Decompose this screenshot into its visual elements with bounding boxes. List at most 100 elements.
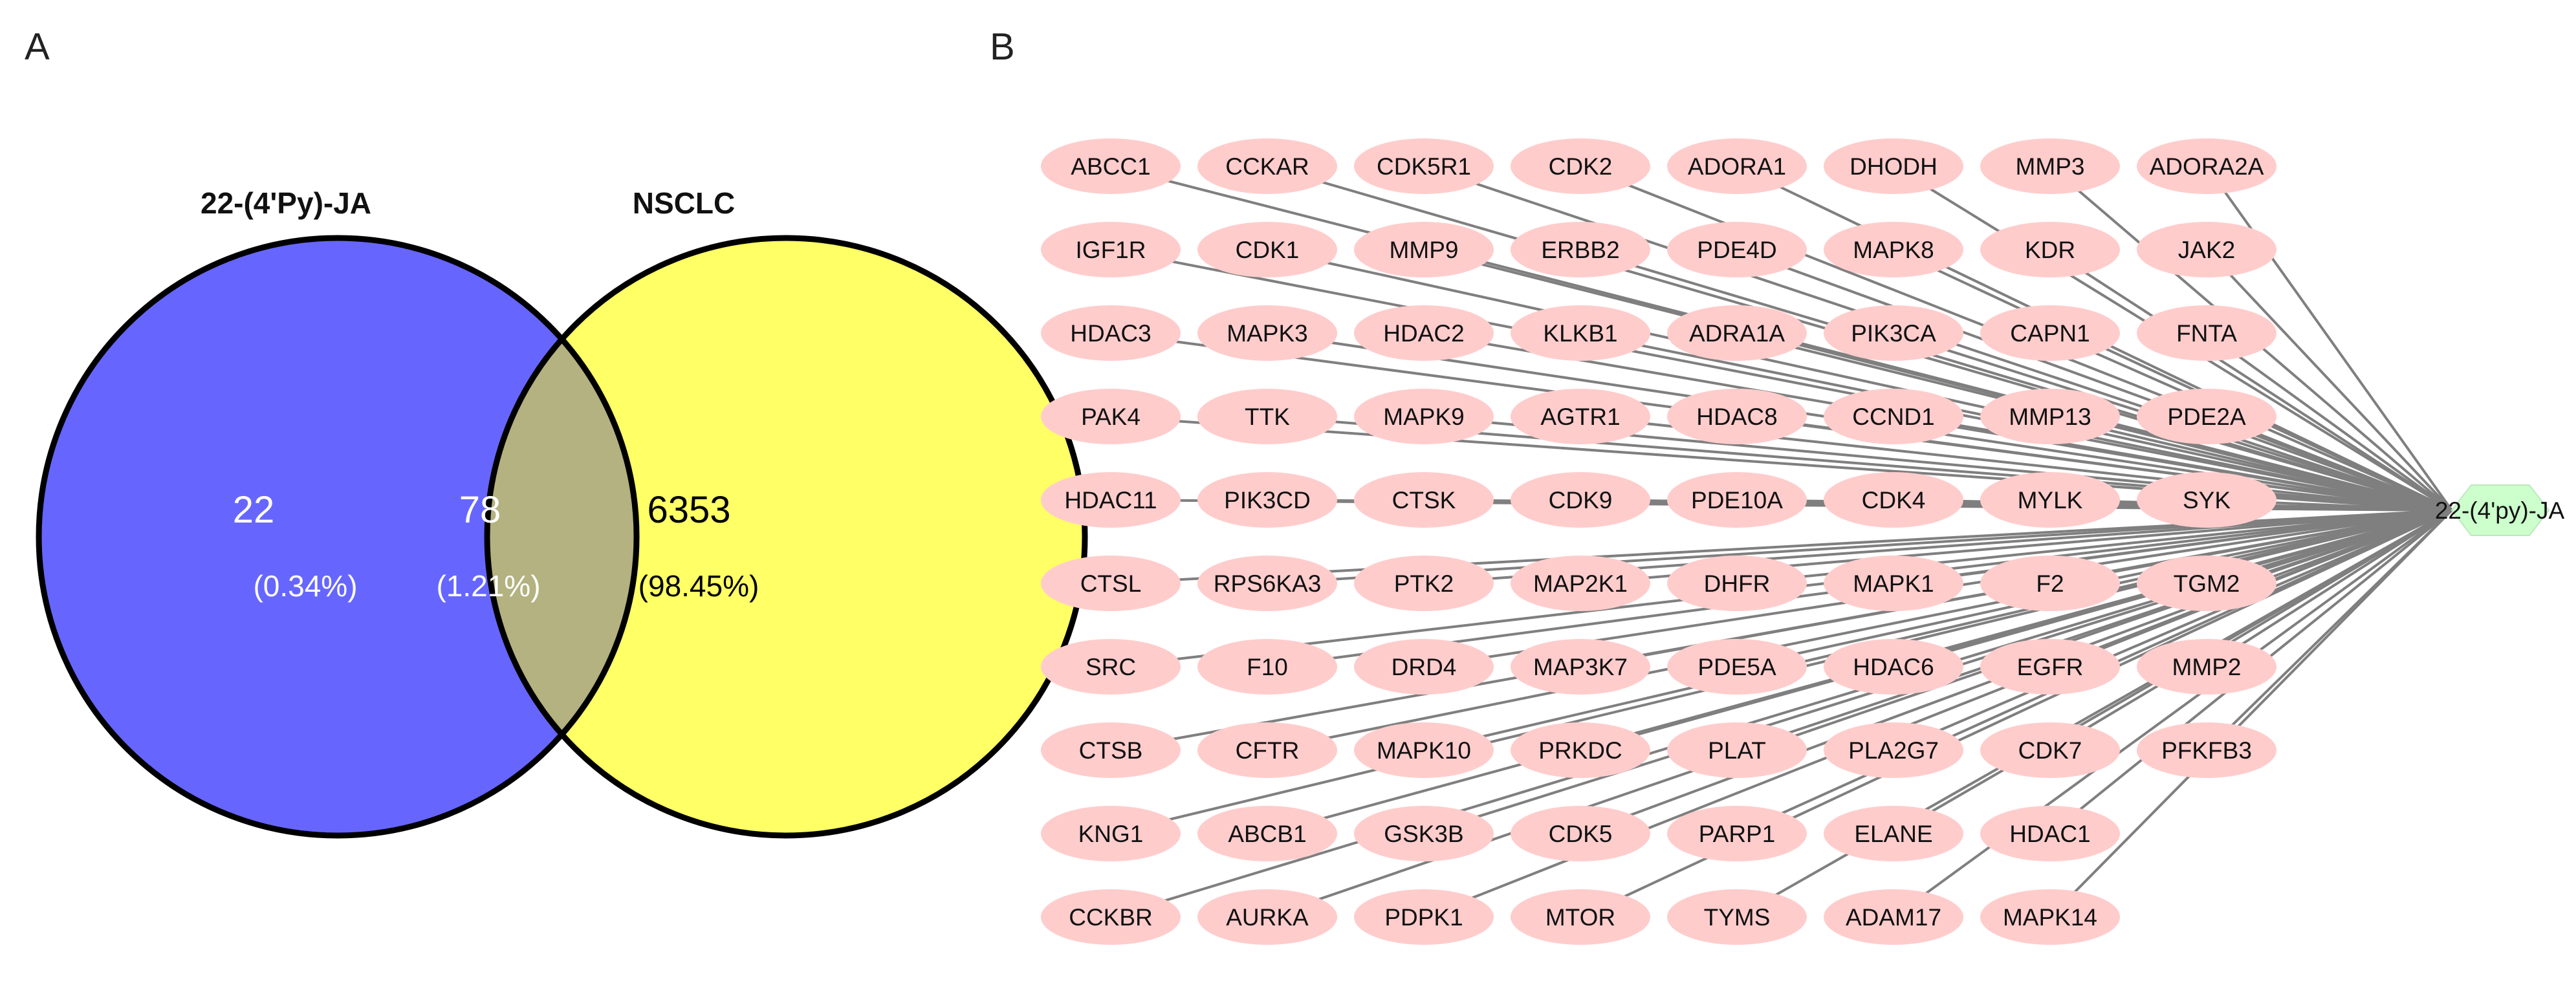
gene-node-shape [2137,138,2276,194]
gene-node-label: MAPK9 [1383,404,1464,430]
gene-node-rps6ka3: RPS6KA3 [1197,556,1337,611]
gene-node-label: PDPK1 [1384,904,1463,931]
gene-node-prkdc: PRKDC [1511,722,1650,778]
gene-node-mmp2: MMP2 [2137,639,2276,695]
gene-node-label: MMP3 [2016,153,2085,180]
region-percent-overlap: (1.21%) [436,569,540,603]
gene-node-label: IGF1R [1076,237,1146,263]
gene-node-mmp13: MMP13 [1980,389,2120,444]
gene-node-kng1: KNG1 [1041,806,1181,861]
gene-node-adora2a: ADORA2A [2137,138,2276,194]
edge-mmp13 [2049,415,2452,512]
gene-node-shape [1197,722,1337,778]
gene-node-label: ABCB1 [1228,821,1306,847]
gene-node-shape [1197,556,1337,611]
gene-node-shape [2137,389,2276,444]
hub-node-label: 22-(4'py)-JA [2435,497,2565,524]
edge-erbb2 [1580,248,2452,512]
gene-node-label: F10 [1247,654,1288,680]
gene-node-shape [1667,889,1807,945]
gene-node-shape [1511,556,1650,611]
gene-node-label: KLKB1 [1543,320,1617,347]
gene-node-pik3cd: PIK3CD [1197,472,1337,528]
gene-node-shape [1041,389,1181,444]
gene-node-shape [1354,222,1494,277]
gene-node-kdr: KDR [1980,222,2120,277]
gene-node-adora1: ADORA1 [1667,138,1807,194]
gene-node-shape [1511,138,1650,194]
gene-node-mapk14: MAPK14 [1980,889,2120,945]
gene-node-mapk10: MAPK10 [1354,722,1494,778]
gene-node-cdk5r1: CDK5R1 [1354,138,1494,194]
gene-node-capn1: CAPN1 [1980,305,2120,361]
edge-ccnd1 [1893,415,2452,512]
gene-node-shape [1197,889,1337,945]
gene-node-label: CTSK [1392,487,1456,513]
gene-node-shape [1041,305,1181,361]
gene-node-label: MAPK1 [1853,570,1934,597]
gene-node-label: PIK3CA [1851,320,1936,347]
gene-node-label: PDE5A [1697,654,1776,680]
gene-node-label: MMP9 [1390,237,1459,263]
gene-node-parp1: PARP1 [1667,806,1807,861]
gene-node-shape [1980,556,2120,611]
edge-fnta [2205,332,2453,512]
gene-node-label: MAPK3 [1227,320,1307,347]
gene-node-label: DHFR [1704,570,1771,597]
gene-node-shape [1824,305,1963,361]
network-edges [1110,165,2453,918]
gene-node-cdk4: CDK4 [1824,472,1963,528]
gene-node-label: PLA2G7 [1848,737,1939,764]
gene-node-shape [1824,138,1963,194]
gene-node-abcc1: ABCC1 [1041,138,1181,194]
gene-node-jak2: JAK2 [2137,222,2276,277]
gene-node-label: ERBB2 [1541,237,1619,263]
gene-node-label: MTOR [1545,904,1615,931]
gene-node-hdac2: HDAC2 [1354,305,1494,361]
gene-node-shape [1824,722,1963,778]
gene-node-pde2a: PDE2A [2137,389,2276,444]
panel-a-label: A [25,26,50,68]
gene-node-shape [1667,722,1807,778]
gene-node-ttk: TTK [1197,389,1337,444]
gene-node-label: CDK5R1 [1377,153,1471,180]
gene-node-label: CTSL [1080,570,1142,597]
gene-node-label: CDK7 [2018,737,2082,764]
edge-pla2g7 [1893,509,2452,751]
gene-node-hdac8: HDAC8 [1667,389,1807,444]
gene-node-dhodh: DHODH [1824,138,1963,194]
gene-node-label: FNTA [2176,320,2237,347]
edge-pde4d [1736,248,2452,512]
gene-node-drd4: DRD4 [1354,639,1494,695]
edge-mapk8 [1893,248,2452,512]
gene-node-label: CDK1 [1236,237,1300,263]
gene-node-mylk: MYLK [1980,472,2120,528]
gene-node-shape [1354,722,1494,778]
gene-node-label: HDAC8 [1696,404,1777,430]
gene-node-label: HDAC11 [1064,487,1157,513]
edge-kdr [2049,248,2453,512]
gene-node-cdk2: CDK2 [1511,138,1650,194]
gene-node-hdac11: HDAC11 [1041,472,1181,528]
gene-node-shape [1824,556,1963,611]
gene-node-shape [1980,138,2120,194]
gene-node-label: CAPN1 [2010,320,2090,347]
gene-node-label: MAP2K1 [1533,570,1628,597]
gene-node-shape [1667,472,1807,528]
gene-node-pde10a: PDE10A [1667,472,1807,528]
gene-node-label: ELANE [1854,821,1932,847]
gene-node-pla2g7: PLA2G7 [1824,722,1963,778]
gene-node-shape [1041,556,1181,611]
gene-node-gsk3b: GSK3B [1354,806,1494,861]
gene-node-shape [1824,472,1963,528]
gene-node-label: EGFR [2017,654,2084,680]
gene-node-shape [1511,389,1650,444]
set-outline-nsclc [484,235,1088,839]
gene-node-label: HDAC6 [1853,654,1934,680]
gene-node-shape [1667,222,1807,277]
gene-node-label: MMP2 [2172,654,2242,680]
gene-node-label: PTK2 [1394,570,1454,597]
edge-adora2a [2205,165,2453,512]
set-title-compound: 22-(4'Py)-JA [201,186,371,220]
